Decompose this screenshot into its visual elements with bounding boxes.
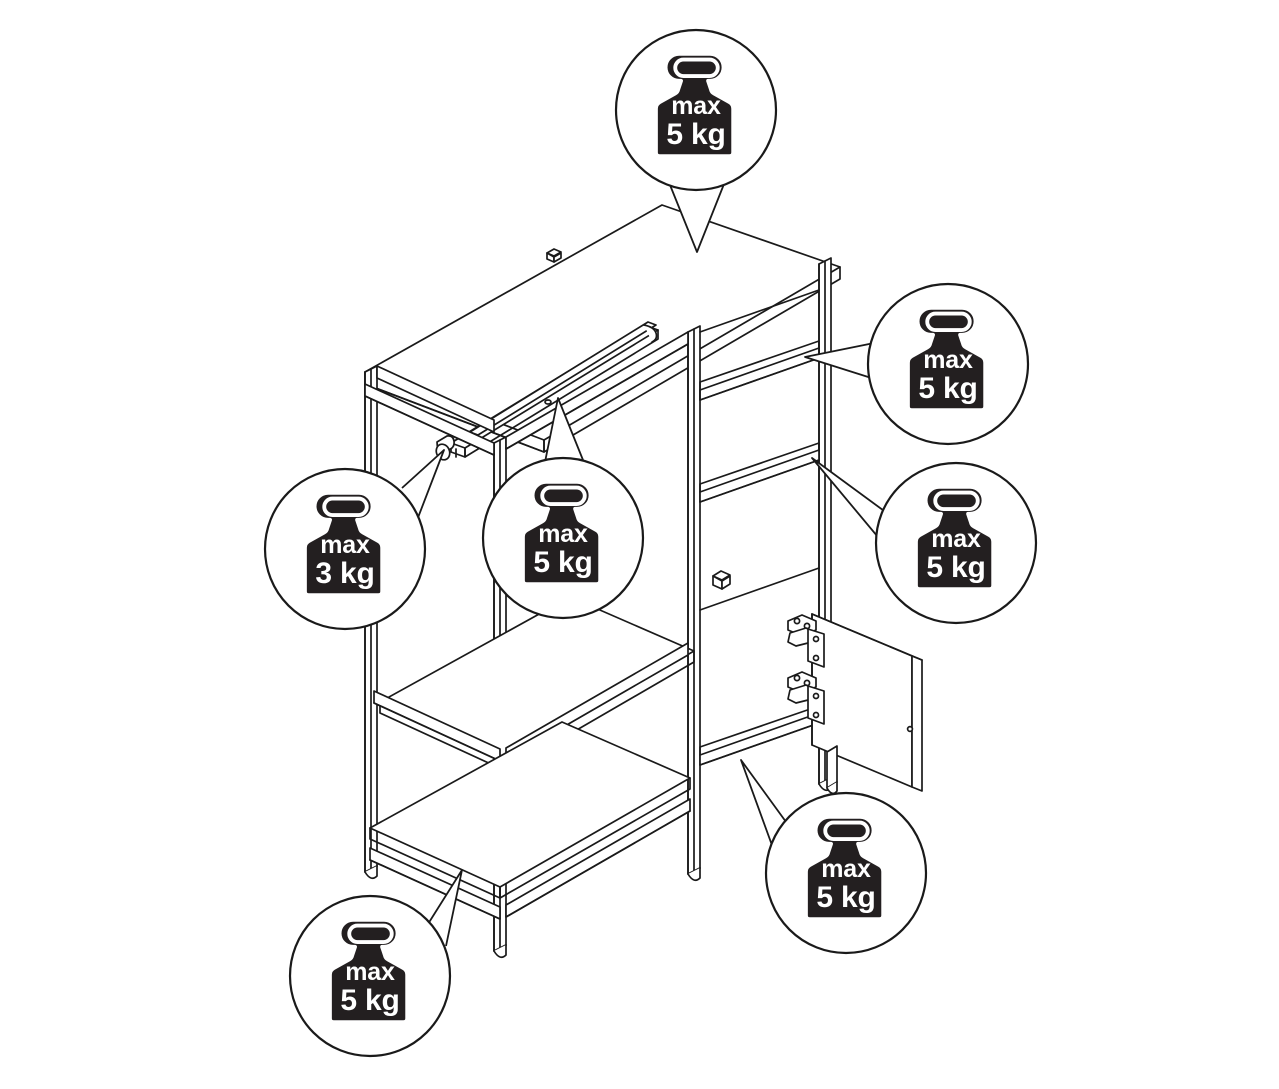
callout-bubbles: [263, 28, 1038, 1058]
leader-bottom-shelf-left: [427, 869, 463, 947]
door-foot-post: [826, 745, 838, 795]
callout-upper-shelf-right: [866, 282, 1030, 446]
cabinet-back-panel: [699, 289, 820, 611]
callout-hanging-rail: [263, 467, 427, 631]
leader-middle-shelf-left: [544, 397, 586, 466]
cabinet-door: [811, 613, 923, 792]
vertical-post-front-middle: [687, 325, 701, 882]
callout-middle-shelf-right: [874, 461, 1038, 625]
furniture-drawing: [364, 204, 923, 959]
callout-top-panel: [614, 28, 778, 192]
hinge-upper: [787, 614, 825, 668]
leader-upper-shelf-right: [804, 340, 885, 383]
leader-top-panel: [667, 178, 727, 253]
hanging-rail: [450, 321, 659, 458]
leader-bottom-shelf-right: [740, 759, 790, 849]
bottom-shelf-left: [369, 721, 691, 920]
upper-frame-rails: [364, 331, 689, 456]
hinge-lower: [787, 671, 825, 725]
middle-shelf-right: [699, 442, 820, 503]
dowel: [712, 570, 731, 590]
callout-bottom-shelf-left: [288, 894, 452, 1058]
callout-bottom-shelf-right: [764, 791, 928, 955]
callout-middle-shelf-left: [481, 456, 645, 620]
